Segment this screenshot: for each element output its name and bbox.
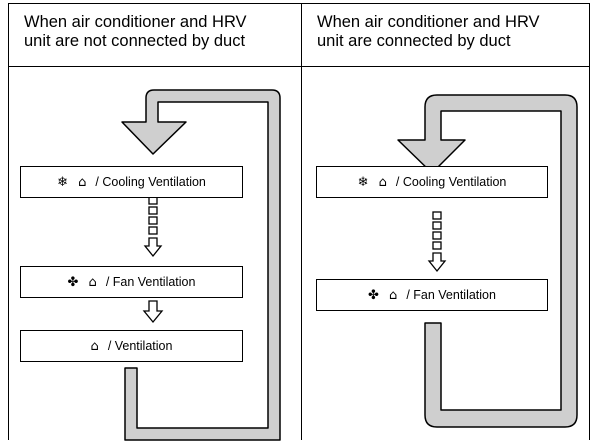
header-right-text: When air conditioner and HRV unit are co… xyxy=(317,13,540,50)
right-loop-arrow xyxy=(397,94,578,428)
ventilation-icon: ⌂ xyxy=(90,338,102,354)
left-box-ventilation: ⌂ / Ventilation xyxy=(20,330,243,362)
left-solid-arrow xyxy=(142,300,164,324)
left-box-cooling-label: / Cooling Ventilation xyxy=(95,175,206,189)
header-left: When air conditioner and HRV unit are no… xyxy=(8,3,302,67)
left-dotted-arrow-1 xyxy=(143,196,163,258)
left-panel xyxy=(8,67,302,440)
right-box-cooling: ❄ ⌂ / Cooling Ventilation xyxy=(316,166,548,198)
header-left-text: When air conditioner and HRV unit are no… xyxy=(24,13,247,50)
left-box-fan: ✤ ⌂ / Fan Ventilation xyxy=(20,266,243,298)
right-dotted-arrow xyxy=(427,211,447,273)
right-box-fan: ✤ ⌂ / Fan Ventilation xyxy=(316,279,548,311)
right-box-fan-label: / Fan Ventilation xyxy=(406,288,496,302)
left-box-cooling: ❄ ⌂ / Cooling Ventilation xyxy=(20,166,243,198)
fan-ventilation-icon: ✤ ⌂ xyxy=(67,274,100,290)
right-box-cooling-label: / Cooling Ventilation xyxy=(395,175,507,189)
right-panel xyxy=(302,67,590,440)
header-right: When air conditioner and HRV unit are co… xyxy=(302,3,590,67)
left-box-ventilation-label: / Ventilation xyxy=(107,339,173,353)
left-box-fan-label: / Fan Ventilation xyxy=(105,275,196,289)
cooling-ventilation-icon: ❄ ⌂ xyxy=(357,174,390,190)
cooling-ventilation-icon: ❄ ⌂ xyxy=(57,174,90,190)
left-loop-arrow xyxy=(121,89,281,441)
fan-ventilation-icon: ✤ ⌂ xyxy=(368,287,401,303)
